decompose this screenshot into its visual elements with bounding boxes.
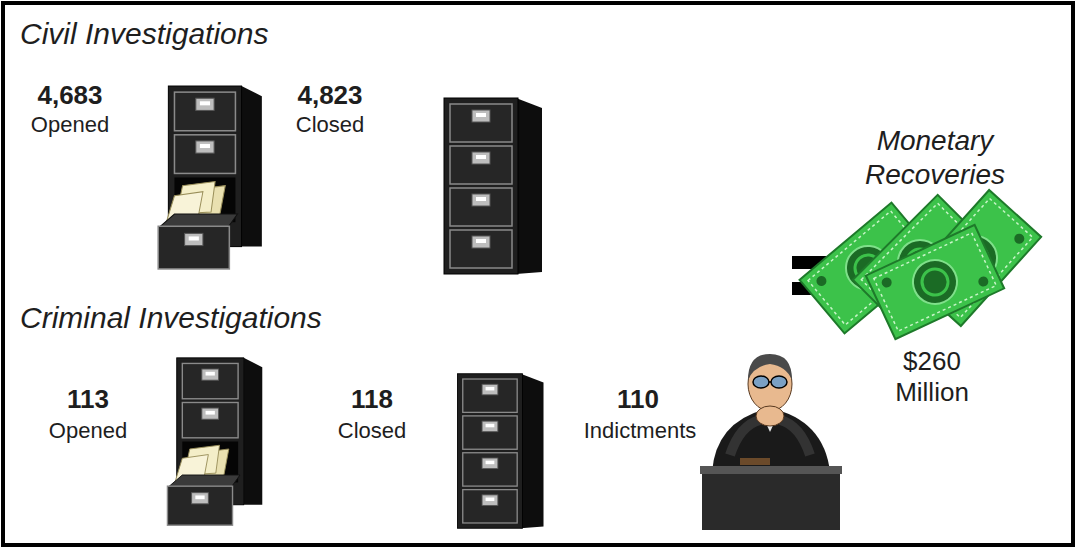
open-cabinet — [158, 86, 262, 269]
closed-cabinet — [457, 374, 543, 528]
count-caption: Closed — [312, 418, 432, 444]
section-heading: Criminal Investigations — [20, 300, 322, 336]
closed-cabinet — [444, 98, 542, 274]
recoveries-heading: Monetary Recoveries — [835, 124, 1035, 191]
count-number: 4,823 — [270, 80, 390, 111]
amount-text: $260 Million — [867, 346, 997, 408]
section-heading: Civil Investigations — [20, 16, 268, 52]
count-number: 110 — [576, 384, 700, 415]
count-caption: Opened — [10, 112, 130, 138]
frame — [3, 3, 1073, 545]
count-number: 118 — [312, 384, 432, 415]
count-caption: Closed — [270, 112, 390, 138]
count-caption: Indictments — [578, 418, 702, 444]
count-number: 4,683 — [10, 80, 130, 111]
count-caption: Opened — [28, 418, 148, 444]
money-bills — [800, 190, 1042, 339]
count-number: 113 — [28, 384, 148, 415]
open-cabinet — [167, 358, 262, 525]
judge-figure — [700, 354, 842, 530]
